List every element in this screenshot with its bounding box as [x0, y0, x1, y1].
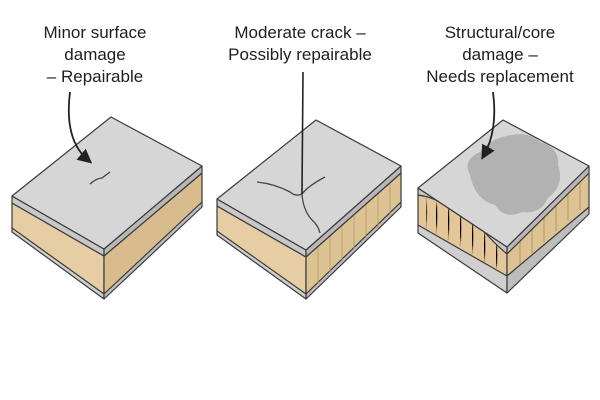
label-line: Minor surface — [43, 23, 147, 42]
panel-moderate-crack — [216, 71, 402, 300]
pointer-line — [301, 71, 304, 195]
top-face — [216, 119, 402, 251]
honeycomb-cells — [317, 183, 391, 283]
label-moderate-crack: Moderate crack – Possibly repairable — [210, 22, 390, 66]
panel-structural-damage — [417, 91, 590, 294]
label-line: Structural/core — [444, 23, 556, 42]
label-structural-damage: Structural/core damage – Needs replaceme… — [410, 22, 590, 88]
crushed-honeycomb-cells — [425, 182, 581, 271]
label-line: Moderate crack – — [234, 23, 366, 42]
label-minor-damage: Minor surface damage – Repairable — [20, 22, 170, 88]
top-face — [11, 116, 203, 250]
label-line: – Repairable — [46, 67, 144, 86]
branching-crack — [256, 176, 326, 234]
arrow-icon — [481, 91, 496, 160]
label-line: damage — [64, 45, 126, 64]
small-crack — [89, 171, 111, 185]
label-line: damage – — [462, 45, 538, 64]
panel-minor-damage — [11, 91, 203, 300]
label-line: Needs replacement — [426, 67, 574, 86]
label-line: Possibly repairable — [228, 45, 372, 64]
arrow-icon — [67, 91, 93, 164]
